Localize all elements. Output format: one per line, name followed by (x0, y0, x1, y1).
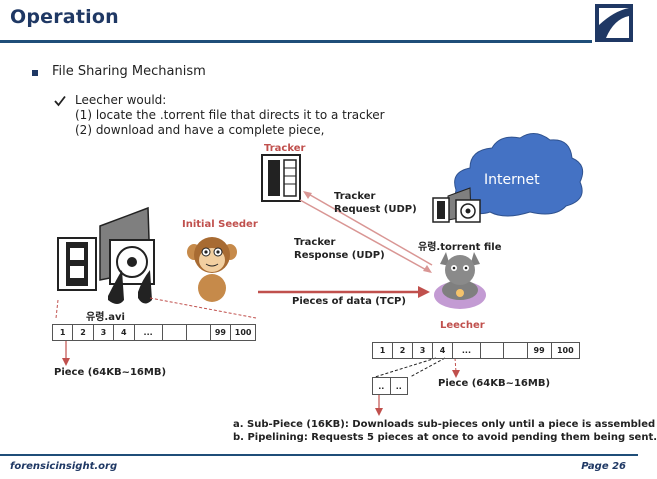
piece-cell (503, 342, 528, 359)
initial-seeder-label: Initial Seeder (182, 219, 258, 230)
note-pipelining: b. Pipelining: Requests 5 pieces at once… (233, 432, 657, 443)
tracker-request-line2: Request (UDP) (334, 204, 417, 215)
piece-cell: 1 (51, 324, 74, 341)
piece-cell: 1 (371, 342, 394, 359)
piece-cell: 3 (92, 324, 115, 341)
torrent-file-label: 유령.torrent file (418, 242, 502, 253)
sub-pieces-table: .. .. (372, 377, 408, 395)
pieces-table-left: 1 2 3 4 ... 99 100 (51, 324, 256, 341)
piece-cell: 2 (392, 342, 414, 359)
title-divider (0, 40, 592, 43)
pieces-table-right: 1 2 3 4 ... 99 100 (371, 342, 581, 359)
piece-cell (479, 342, 505, 359)
piece-cell: ... (452, 342, 481, 359)
tracker-label: Tracker (264, 143, 306, 154)
piece-cell: ... (133, 324, 163, 341)
step-2: (2) download and have a complete piece, (75, 123, 325, 137)
piece-cell: 3 (412, 342, 434, 359)
checkmark-icon (54, 95, 66, 107)
monkey-seeder-icon (187, 237, 237, 302)
tracker-request-line1: Tracker (334, 191, 376, 202)
step-1: (1) locate the .torrent file that direct… (75, 108, 385, 122)
pieces-tcp-label: Pieces of data (TCP) (292, 296, 406, 307)
torrent-file-icon (432, 187, 481, 223)
tracker-response-line2: Response (UDP) (294, 250, 385, 261)
bullet-main: File Sharing Mechanism (52, 64, 206, 79)
sharing-diagram (55, 133, 584, 416)
internet-label: Internet (484, 172, 540, 188)
tracker-response-line1: Tracker (294, 237, 336, 248)
footer-page-number: Page 26 (581, 461, 626, 472)
piece-cell: 4 (432, 342, 454, 359)
footer-site: forensicinsight.org (10, 461, 118, 472)
bullet-square (32, 70, 38, 76)
piece-cell: 99 (209, 324, 232, 341)
piece-cell: 100 (550, 342, 581, 359)
page-title: Operation (10, 6, 119, 28)
tracker-server-icon (261, 154, 301, 202)
internet-cloud-icon (454, 133, 584, 217)
forensic-insight-logo-icon (595, 4, 633, 42)
piece-cell (161, 324, 187, 341)
check-title: Leecher would: (75, 93, 167, 107)
leecher-label: Leecher (440, 320, 485, 331)
footer-divider (0, 454, 638, 456)
video-file-icon (57, 206, 155, 304)
piece-cell (185, 324, 211, 341)
avi-file-label: 유령.avi (86, 312, 125, 323)
piece-cell: 2 (72, 324, 94, 341)
piece-size-left: Piece (64KB~16MB) (54, 367, 167, 378)
piece-size-right: Piece (64KB~16MB) (438, 378, 551, 389)
piece-cell: 100 (230, 324, 256, 341)
note-sub-piece: a. Sub-Piece (16KB): Downloads sub-piece… (233, 419, 656, 430)
sub-piece-cell: .. (372, 377, 391, 395)
piece-cell: 4 (113, 324, 135, 341)
piece-cell: 99 (526, 342, 552, 359)
sub-piece-cell: .. (389, 377, 408, 395)
cat-leecher-icon (434, 252, 486, 309)
